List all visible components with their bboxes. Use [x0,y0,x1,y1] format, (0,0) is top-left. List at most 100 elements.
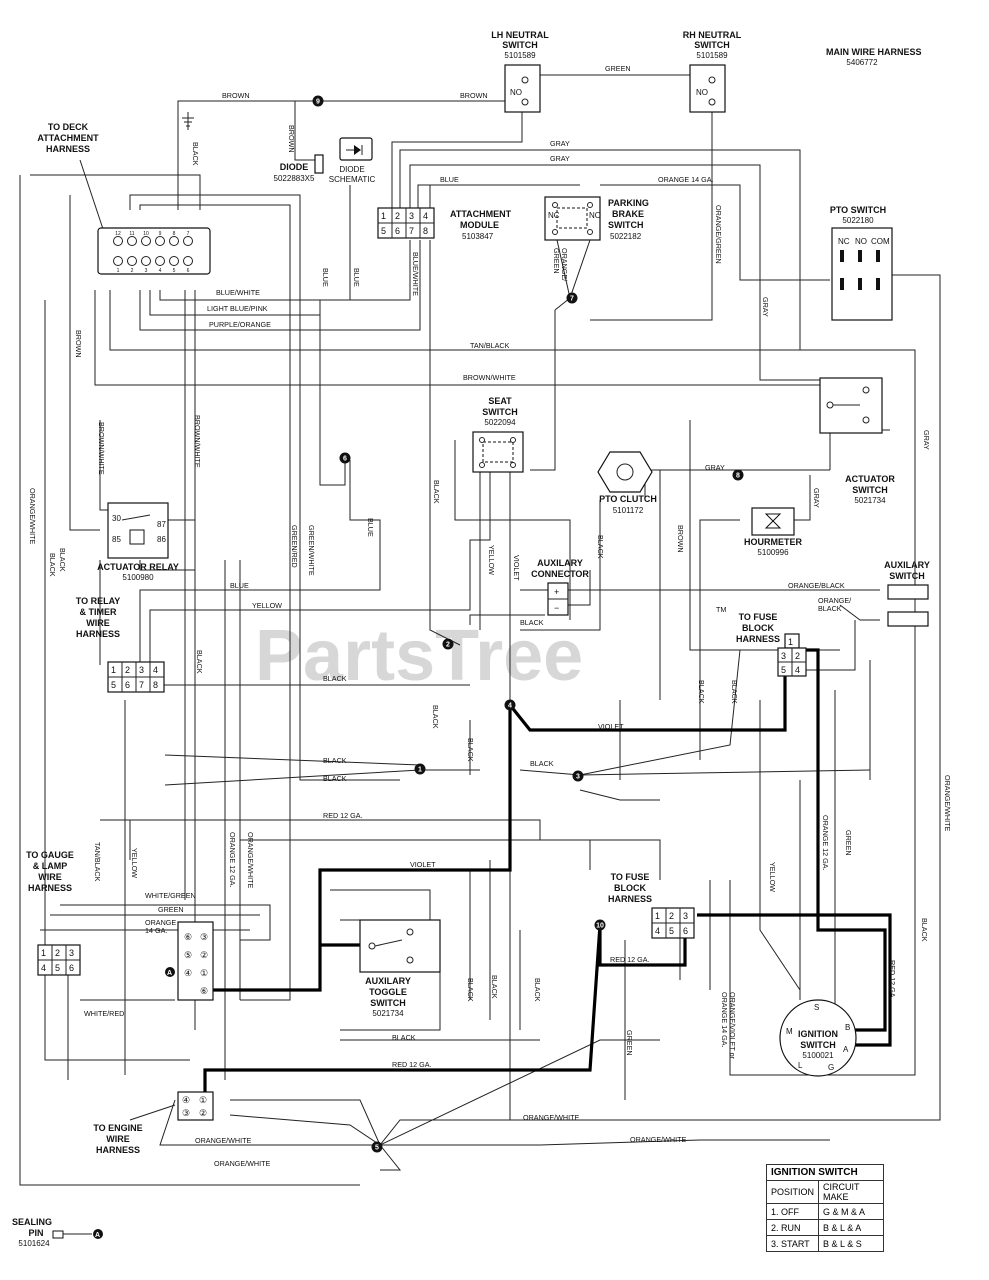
svg-text:6: 6 [69,963,74,973]
svg-text:TO GAUGE: TO GAUGE [26,850,74,860]
wire-label: BLACK [533,978,542,1002]
wire-label: BROWN [74,330,83,358]
svg-text:5100021: 5100021 [802,1051,834,1060]
wire-label: ORANGE 12 GA. [821,815,830,871]
svg-text:G: G [828,1063,834,1072]
wire-label: GREEN [844,830,853,856]
svg-text:4: 4 [423,211,428,221]
svg-text:3: 3 [69,948,74,958]
wire-label: GRAY [761,297,770,317]
wire-label: BLACK [323,674,347,683]
ignition-table-cell: B & L & S [818,1235,884,1252]
connector-pin: ① [200,968,208,978]
wire-label: BLUE [352,268,361,287]
svg-text:4: 4 [153,665,158,675]
svg-text:SWITCH: SWITCH [694,40,730,50]
junction-node [504,699,516,711]
wire-label: ORANGE/VIOLET orORANGE 14 GA. [720,992,737,1060]
wire-label: GRAY [550,139,570,148]
wire-label: BLACK [323,774,347,783]
svg-text:3: 3 [683,911,688,921]
svg-text:5: 5 [55,963,60,973]
svg-text:+: + [554,587,559,597]
svg-text:8: 8 [423,226,428,236]
svg-text:WIRE: WIRE [106,1134,130,1144]
connector-pin: ② [200,950,208,960]
svg-text:5022182: 5022182 [610,232,642,241]
wire-label: RED 12 GA. [392,1060,432,1069]
ignition-table-cell: G & M & A [818,1203,884,1220]
wire-label: GRAY [922,430,931,450]
svg-text:3: 3 [139,665,144,675]
ignition-table-cell: 1. OFF [765,1203,820,1220]
svg-text:7: 7 [139,680,144,690]
wire-label: VIOLET [410,860,436,869]
wire-label: BLACK [697,680,706,704]
wire-label: GREEN/RED [290,525,299,568]
ignition-table-cell: B & L & A [818,1219,884,1236]
wire-label: BROWN [287,125,296,153]
svg-text:④: ④ [182,1095,190,1105]
connector-pin [141,236,151,246]
svg-text:L: L [798,1061,803,1070]
parking-brake-switch: NC NO PARKING BRAKE SWITCH 5022182 [544,196,649,311]
svg-text:RH NEUTRAL: RH NEUTRAL [683,30,742,40]
svg-text:TOGGLE: TOGGLE [369,987,407,997]
svg-text:①: ① [199,1095,207,1105]
svg-text:5101624: 5101624 [18,1239,50,1248]
svg-text:85: 85 [112,535,121,544]
svg-text:30: 30 [112,514,121,523]
main-harness-title: MAIN WIRE HARNESS [826,47,922,57]
svg-text:AUXILARY: AUXILARY [884,560,930,570]
wire-label: BLACK [920,918,929,942]
svg-text:2: 2 [395,211,400,221]
junction-node [414,763,426,775]
wire-label: ORANGE 14 GA. [658,175,714,184]
svg-text:86: 86 [157,535,166,544]
svg-text:TO RELAY: TO RELAY [76,596,121,606]
svg-text:PIN: PIN [28,1228,43,1238]
svg-text:WIRE: WIRE [86,618,110,628]
svg-text:4: 4 [41,963,46,973]
connector-pin: ⑤ [184,950,192,960]
wire-label: BLACK [191,142,200,166]
svg-text:BLOCK: BLOCK [742,623,774,633]
wire-label: YELLOW [487,545,496,575]
svg-text:DIODE: DIODE [280,162,309,172]
wire-label: ORANGE/BLACK [788,581,845,590]
wire-label: BLACK [466,738,475,762]
connector-pin: ⑥ [200,986,208,996]
wire-label: YELLOW [130,848,139,878]
actuator-switch: ACTUATOR SWITCH 5021734 [819,377,895,505]
svg-text:6: 6 [125,680,130,690]
wire-label: BROWN/WHITE [97,422,106,475]
connector-pin-number: 12 [115,231,121,237]
junction-node-number: 6 [343,456,347,463]
trademark: TM [716,605,726,614]
connector-pin [169,256,179,266]
wire-label: YELLOW [768,862,777,892]
svg-text:5022094: 5022094 [484,418,516,427]
wire-label: VIOLET [598,722,624,731]
ignition-switch: S M B A L G IGNITION SWITCH 5100021 [779,999,857,1077]
junction-node [566,292,578,304]
wire-label: ORANGE/WHITE [630,1135,687,1144]
svg-text:NC: NC [548,211,560,220]
svg-text:−: − [554,603,559,613]
connector-pin-number: 6 [187,268,190,274]
svg-text:2: 2 [55,948,60,958]
junction-node-number: 4 [508,703,512,710]
connector-pin [155,256,165,266]
ground-symbol [182,112,194,130]
wire-label: ORANGE/WHITE [943,775,952,832]
svg-text:SWITCH: SWITCH [608,220,644,230]
svg-text:TO FUSE: TO FUSE [739,612,778,622]
wire-label: BLACK [466,978,475,1002]
pto-clutch: PTO CLUTCH 5101172 [597,451,657,515]
svg-text:NO: NO [855,237,867,246]
